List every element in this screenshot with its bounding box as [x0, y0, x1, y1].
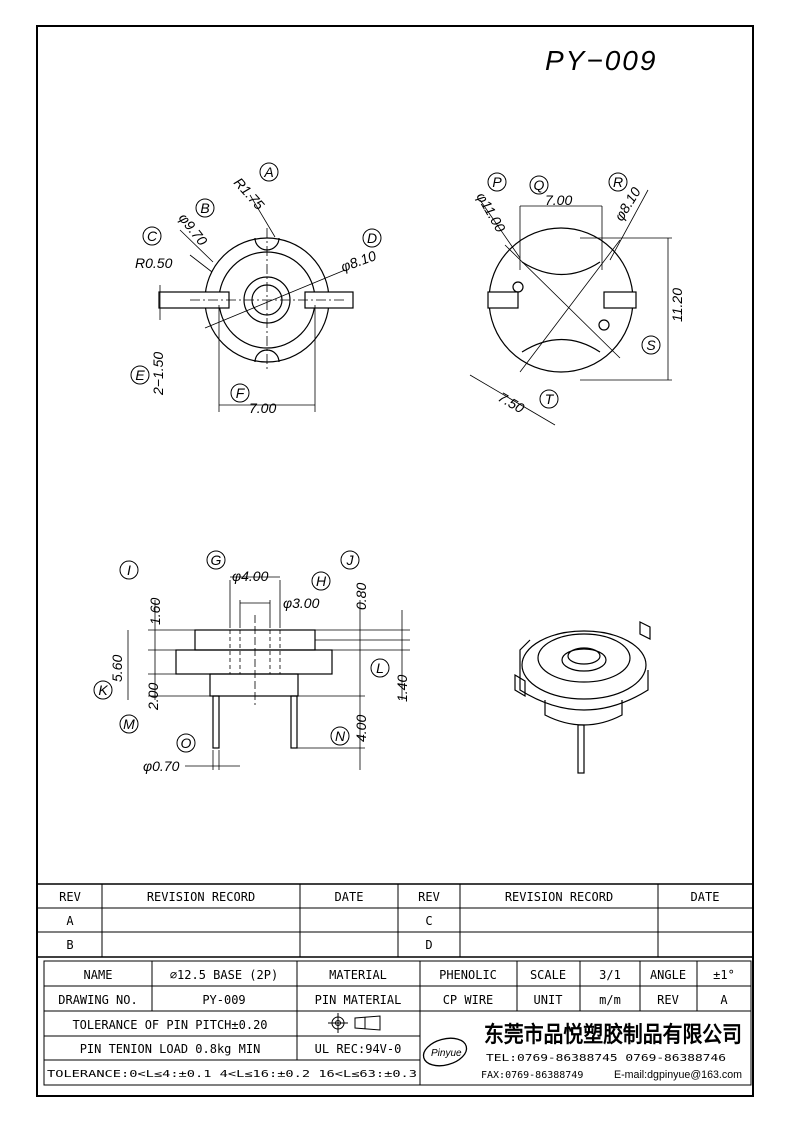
angle-label: ANGLE [650, 968, 686, 982]
material-label: MATERIAL [329, 968, 387, 982]
dim-h1120: 11.20 [669, 288, 685, 322]
rev-header-1: REV [59, 890, 81, 904]
callout-c: C [147, 228, 158, 244]
bottom-view [469, 189, 672, 426]
drawing-no-label: DRAWING NO. [58, 993, 137, 1007]
title-block [43, 960, 752, 1086]
rev-record-header-2: REVISION RECORD [505, 890, 613, 904]
company-fax: FAX:0769-86388749 [481, 1070, 583, 1081]
tolerance-pitch: TOLERANCE OF PIN PITCH±0.20 [72, 1018, 267, 1032]
rev-record-header-1: REVISION RECORD [147, 890, 255, 904]
callout-h: H [316, 573, 327, 589]
dim-d1100: φ11.00 [473, 190, 509, 236]
scale-label: SCALE [530, 968, 566, 982]
callout-i: I [127, 562, 131, 578]
rev-header-2: REV [418, 890, 440, 904]
callout-f: F [236, 385, 246, 401]
callout-a: A [263, 164, 273, 180]
dim-d810-top: φ8.10 [339, 247, 379, 275]
rev-row-d: D [425, 938, 432, 952]
dim-h140: 1.40 [394, 675, 410, 702]
dim-r050: R0.50 [135, 255, 173, 271]
callout-q: Q [534, 177, 545, 193]
scale-value: 3/1 [599, 968, 621, 982]
dim-w700-top: 7.00 [249, 400, 276, 416]
angle-value: ±1° [713, 968, 735, 982]
side-view-callouts [93, 550, 390, 753]
outer-frame [36, 25, 754, 1097]
top-view [158, 194, 354, 412]
side-view [127, 576, 410, 770]
pin-material-value: CP WIRE [443, 993, 494, 1007]
callout-b: B [200, 200, 209, 216]
callout-r: R [613, 174, 623, 190]
logo-text: Pinyue [431, 1048, 462, 1059]
company-tel: TEL:0769-86388745 0769-86388746 [486, 1053, 726, 1064]
dim-d070: φ0.70 [143, 758, 180, 774]
isometric-view [514, 621, 651, 774]
dim-w700-bottom: 7.00 [545, 192, 572, 208]
callout-e: E [135, 367, 145, 383]
name-label: NAME [84, 968, 113, 982]
callout-t: T [545, 391, 555, 407]
callout-k: K [98, 682, 108, 698]
rev-row-c: C [425, 914, 432, 928]
callout-l: L [376, 660, 384, 676]
material-value: PHENOLIC [439, 968, 497, 982]
callout-o: O [181, 735, 192, 751]
ul-rec: UL REC:94V-0 [315, 1042, 402, 1056]
company-logo: Pinyue [422, 1037, 468, 1067]
tolerance-general: TOLERANCE:0<L≤4:±0.1 4<L≤16:±0.2 16<L≤63… [47, 1069, 417, 1080]
dim-d400: φ4.00 [232, 568, 269, 584]
callout-g: G [211, 552, 222, 568]
callout-d: D [367, 230, 377, 246]
dim-slot: 2−1.50 [150, 352, 166, 396]
company-email: E-mail:dgpinyue@163.com [614, 1069, 742, 1081]
callout-j: J [346, 552, 355, 568]
dim-h080: 0.80 [353, 583, 369, 610]
callout-n: N [335, 728, 346, 744]
dim-h200: 2.00 [145, 683, 161, 711]
pin-material-label: PIN MATERIAL [315, 993, 402, 1007]
pin-tension: PIN TENION LOAD 0.8kg MIN [80, 1042, 261, 1056]
callout-m: M [123, 716, 135, 732]
name-value: ∅12.5 BASE (2P) [170, 968, 278, 982]
drawing-no-value: PY-009 [202, 993, 245, 1007]
dim-h400: 4.00 [353, 715, 369, 742]
dim-r175: R1.75 [231, 174, 268, 213]
top-view-callouts [130, 162, 382, 403]
dim-d810-bottom: φ8.10 [611, 184, 644, 224]
unit-value: m/m [599, 993, 621, 1007]
callout-p: P [492, 174, 502, 190]
rev-row-b: B [66, 938, 73, 952]
rev-value: A [720, 993, 728, 1007]
date-header-2: DATE [691, 890, 720, 904]
company-name: 东莞市品悦塑胶制品有限公司 [484, 1022, 742, 1048]
dim-d300: φ3.00 [283, 595, 320, 611]
part-number: PY−009 [545, 45, 657, 76]
dim-h160: 1.60 [147, 598, 163, 625]
unit-label: UNIT [534, 993, 563, 1007]
dim-c750: 7.50 [496, 389, 528, 417]
rev-label: REV [657, 993, 679, 1007]
date-header-1: DATE [335, 890, 364, 904]
dim-h560: 5.60 [109, 655, 125, 682]
bottom-view-callouts [487, 172, 661, 409]
rev-row-a: A [66, 914, 74, 928]
callout-s: S [646, 337, 656, 353]
revision-table [37, 883, 753, 958]
